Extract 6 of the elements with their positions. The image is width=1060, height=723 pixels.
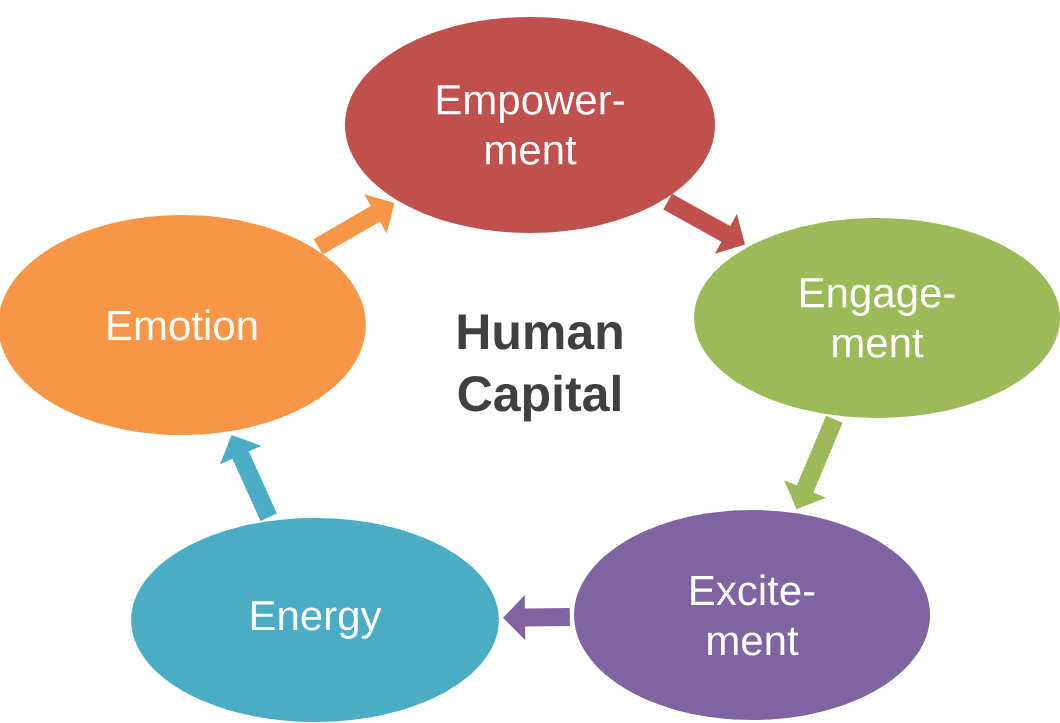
ellipse-node: Energy	[131, 518, 499, 722]
center-title: Human Capital	[458, 314, 622, 422]
ellipse-node: Engage- ment	[694, 218, 1060, 418]
block-arrow	[220, 435, 277, 521]
ellipse-node: Excite- ment	[574, 510, 930, 720]
ellipse-node: Empower- ment	[345, 17, 715, 233]
